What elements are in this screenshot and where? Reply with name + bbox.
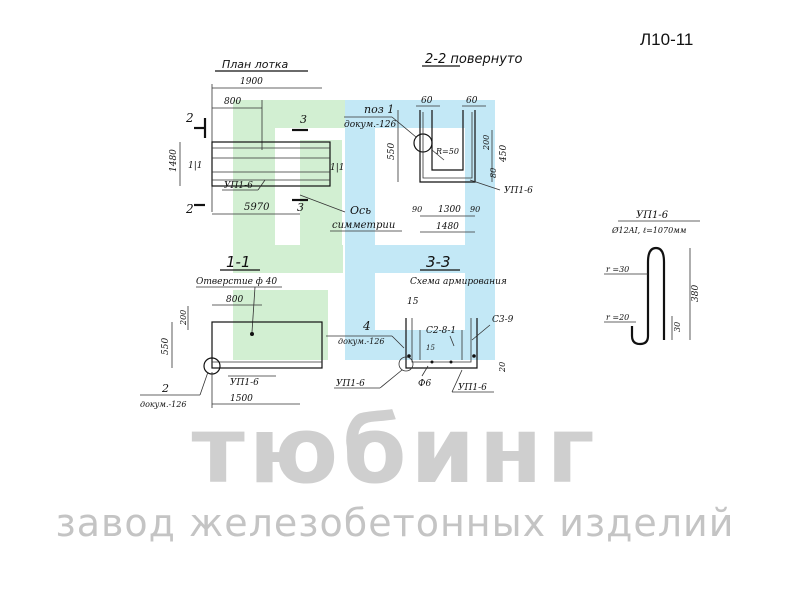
s33-dim-15: 15 [407,297,419,307]
s22-dim-r50: R=50 [435,147,459,156]
s22-pos-label: поз 1 [364,103,394,116]
s22-dim-200: 200 [482,135,491,151]
plan-title: План лотка [222,58,289,71]
plan-dim-5970: 5970 [244,202,270,213]
s33-label-up-left: УП1-6 [336,379,365,389]
tint-blue-right [465,100,495,360]
s11-dim-200: 200 [179,310,188,326]
tint-green-low [233,290,328,360]
s22-dim-60-right: 60 [466,96,478,106]
plan-label-up16: УП1-6 [224,181,253,191]
tint-green-mid [233,245,343,273]
plan-cut-2-bottom: 2 [185,202,194,216]
detail-title: УП1-6 [636,210,669,221]
s11-doc-ref: докум.-126 [140,400,186,409]
s33-label-c281: С2-8-1 [426,326,456,336]
tint-green-bar-left [233,100,275,270]
section-2-2: 2-2 повернуто поз 1 докум.-126 60 60 R=5… [344,52,533,233]
s22-dim-90-left: 90 [412,205,422,214]
detail-up16: УП1-6 Ø12AI, ℓ=1070мм r =30 r =20 380 30 [604,210,701,346]
detail-spec: Ø12AI, ℓ=1070мм [611,226,687,235]
s11-dim-800: 800 [226,295,243,305]
s33-title: 3-3 [426,253,451,271]
s33-label-phi6: Ф6 [418,379,431,389]
s33-dim-20: 20 [498,362,507,373]
detail-r30: r =30 [606,265,629,274]
plan-cut-2-top: 2 [185,111,194,125]
s33-dim-15b: 15 [426,344,435,352]
s11-title: 1-1 [226,253,251,271]
plan-dim-1900: 1900 [240,77,263,87]
s22-dim-80: 80 [489,168,498,178]
s11-dim-550: 550 [161,338,171,355]
watermark-brand: тюбинг [191,397,599,504]
s22-dim-90-right: 90 [470,205,480,214]
tint-blue-mid [345,245,495,273]
plan-mark-11-left: 1|1 [188,161,202,171]
plan-dim-800: 800 [224,97,241,107]
plan-axis-label: Ось [350,204,371,217]
plan-cut-3-top: 3 [300,113,307,126]
watermark-tagline: завод железобетонных изделий [55,501,735,545]
section-1-1: 1-1 Отверстие ф 40 800 200 550 1500 УП1-… [140,253,405,409]
s22-dim-550: 550 [387,143,397,160]
s33-subtitle: Схема армирования [410,277,507,287]
s22-doc-ref: докум.-126 [344,120,397,130]
sheet-code: Л10-11 [640,30,694,49]
plan-mark-11-right: 1|1 [330,163,344,173]
s22-dim-60-left: 60 [421,96,433,106]
s22-label-up16: УП1-6 [504,186,533,196]
plan-axis-label-2: симметрии [332,220,395,231]
s22-title: 2-2 повернуто [425,52,522,67]
s33-label-up-right: УП1-6 [458,383,487,393]
detail-r20: r =20 [606,313,629,322]
plan-dim-1480: 1480 [169,149,179,172]
logo-tint-shapes [233,100,495,360]
tint-blue-left [345,100,375,360]
s11-label-up16: УП1-6 [230,378,259,388]
s11-ref4-doc: докум.-126 [338,337,384,346]
detail-dim-30: 30 [673,322,682,332]
s22-dim-450: 450 [499,145,509,163]
s11-dim-1500: 1500 [230,394,253,404]
plan-cut-3-bottom: 3 [297,201,304,214]
s11-ref-2: 2 [161,382,169,395]
section-3-3: 3-3 Схема армирования 15 15 С2-8-1 С3-9 … [334,253,514,393]
s11-ref-4: 4 [362,319,371,333]
s33-label-c39: С3-9 [492,315,514,325]
s22-dim-1480: 1480 [436,222,459,232]
tint-green-right [300,140,342,245]
s11-hole-label: Отверстие ф 40 [196,277,277,287]
detail-dim-380: 380 [691,285,701,302]
s22-dim-1300: 1300 [438,205,461,215]
plan-view: План лотка 1900 800 1480 2 2 3 [169,58,402,232]
tint-green-top [275,100,345,128]
